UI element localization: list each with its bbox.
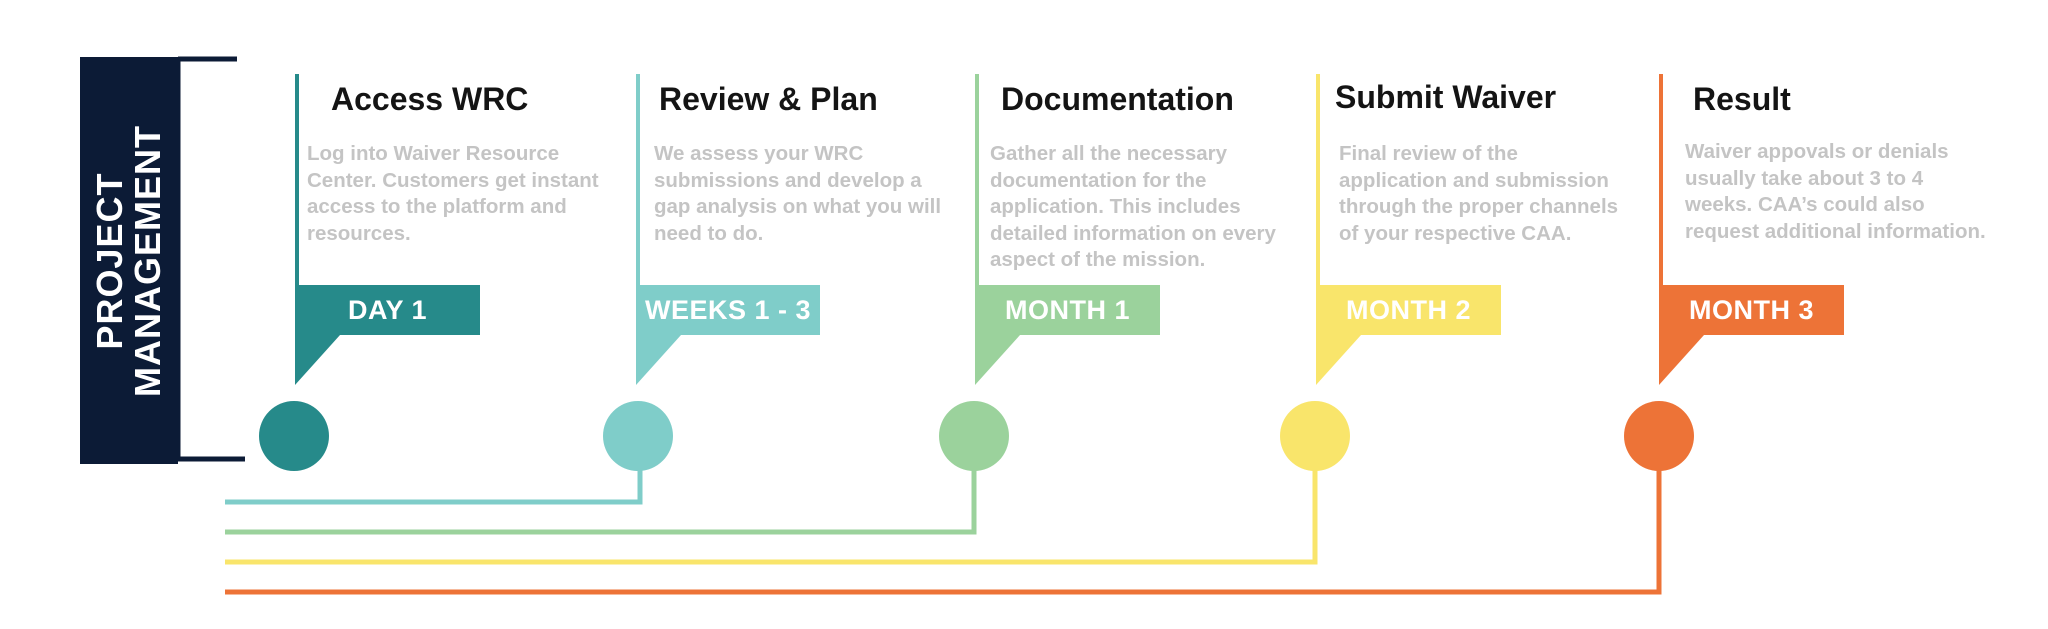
step-1-title: Access WRC: [331, 81, 529, 117]
side-label-container: PROJECT MANAGEMENT: [80, 57, 178, 464]
step-2-node: [603, 401, 673, 471]
step-4-title: Submit Waiver: [1335, 79, 1557, 115]
step-1-badge-bg: [295, 285, 480, 335]
step-4-description: Final review of the application and subm…: [1339, 142, 1619, 245]
step-3-badge-bg: [975, 285, 1160, 335]
step-3-badge: MONTH 1: [1005, 295, 1130, 325]
connector-step-3: [225, 468, 977, 535]
step-1-node: [259, 401, 329, 471]
side-label: PROJECT MANAGEMENT: [89, 124, 169, 397]
step-3-description: Gather all the necessary documentation f…: [990, 142, 1276, 271]
step-2-badge-bg: [636, 285, 820, 335]
connector-step-2: [225, 468, 643, 505]
step-2-description: We assess your WRC submissions and devel…: [654, 142, 942, 245]
step-4-badge: MONTH 2: [1346, 295, 1471, 325]
connector-step-5: [225, 468, 1662, 595]
step-5-badge-bg: [1659, 285, 1844, 335]
step-3-title: Documentation: [1001, 81, 1234, 117]
connector-step-4: [225, 468, 1318, 565]
step-1-badge-tail: [295, 335, 340, 385]
step-5-title: Result: [1693, 81, 1791, 117]
side-panel: [80, 57, 178, 464]
step-2-title: Review & Plan: [659, 81, 878, 117]
step-4-badge-bg: [1316, 285, 1501, 335]
step-2-badge-tail: [636, 335, 681, 385]
step-1-badge: DAY 1: [347, 295, 428, 325]
side-bracket: [175, 56, 245, 462]
step-1-description: Log into Waiver Resource Center. Custome…: [307, 142, 599, 245]
step-3-badge-tail: [975, 335, 1020, 385]
step-4-node: [1280, 401, 1350, 471]
step-5-badge: MONTH 3: [1689, 295, 1814, 325]
side-label-line-1: PROJECT: [89, 171, 131, 350]
step-5-node: [1624, 401, 1694, 471]
step-2-badge: WEEKS 1 - 3: [644, 295, 812, 325]
step-4-badge-tail: [1316, 335, 1361, 385]
side-label-line-2: MANAGEMENT: [127, 124, 169, 397]
step-5-description: Waiver appovals or denials usually take …: [1685, 140, 1986, 243]
step-5-badge-tail: [1659, 335, 1704, 385]
step-3-node: [939, 401, 1009, 471]
